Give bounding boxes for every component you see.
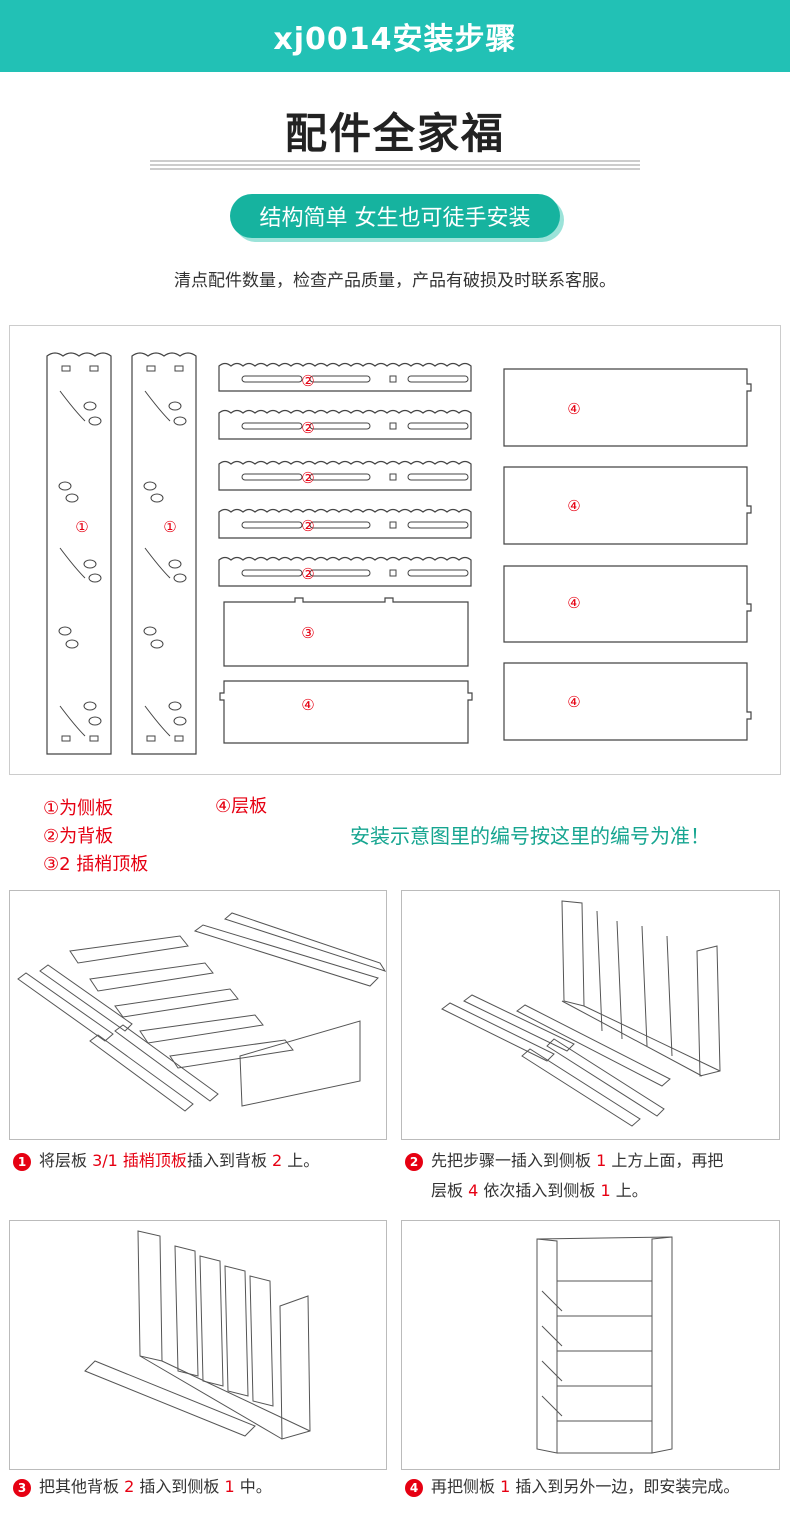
back-panel-label-3: ② (301, 469, 314, 487)
section-title: 配件全家福 (284, 109, 505, 158)
step3-illustration (9, 1220, 387, 1470)
page-header: xj0014安装步骤 (0, 0, 790, 72)
shelf-label-2: ④ (567, 400, 580, 418)
shelf-label-1: ④ (301, 696, 314, 714)
back-panel-label-4: ② (301, 517, 314, 535)
numbering-note: 安装示意图里的编号按这里的编号为准！ (350, 824, 710, 848)
side-panel-left (46, 352, 112, 755)
step4-illustration (401, 1220, 780, 1470)
step1-number: 1 (13, 1152, 31, 1171)
legend-item-1: ①为侧板 (43, 798, 114, 819)
back-panel-label-5: ② (301, 565, 314, 583)
feature-pill: 结构简单 女生也可徒手安装 (230, 194, 560, 238)
step3-number: 3 (13, 1478, 31, 1497)
shelf-label-5: ④ (567, 693, 580, 711)
step2-number: 2 (405, 1152, 423, 1171)
parts-diagram: ① ① ② ② ② ② ② ③ ④ ④ ④ ④ ④ (9, 325, 781, 775)
side-panel-right (131, 352, 197, 755)
shelf-label-4: ④ (567, 594, 580, 612)
top-board-label: ③ (301, 624, 314, 642)
step2-illustration (401, 890, 780, 1140)
step1-illustration (9, 890, 387, 1140)
legend-item-2: ②为背板 (43, 826, 114, 847)
back-panel-label-1: ② (301, 372, 314, 390)
side-panel-label-1: ① (75, 518, 88, 536)
back-panel-label-2: ② (301, 419, 314, 437)
legend-item-4: ④层板 (215, 796, 268, 817)
side-panel-label-2: ① (163, 518, 176, 536)
parts-drawing: ① ① ② ② ② ② ② ③ ④ ④ ④ ④ ④ (46, 352, 752, 755)
check-instruction: 清点配件数量，检查产品质量，产品有破损及时联系客服。 (174, 271, 616, 291)
legend-item-3: ③2 插梢顶板 (43, 854, 149, 875)
step4-number: 4 (405, 1478, 423, 1497)
header-title: xj0014安装步骤 (273, 22, 517, 57)
decorative-subtitle-lines (150, 158, 640, 172)
shelf-label-3: ④ (567, 497, 580, 515)
